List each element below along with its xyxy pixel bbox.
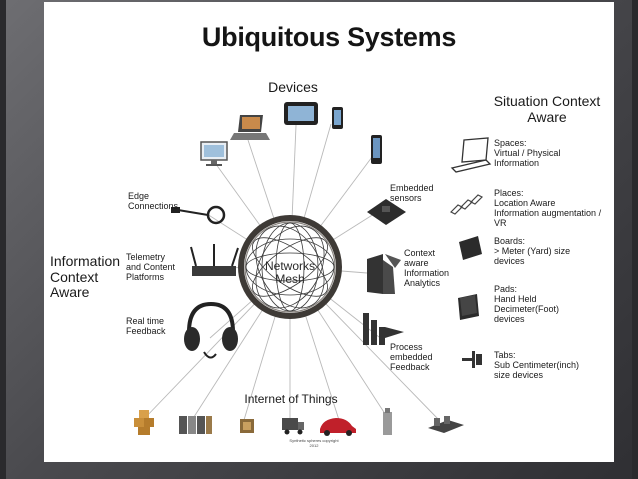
server-rack-icon	[428, 416, 464, 433]
internet-of-things-label: Internet of Things	[244, 392, 338, 406]
tabs-text: Tabs: Sub Centimeter(inch) size devices	[494, 350, 580, 381]
devices-label: Devices	[268, 79, 318, 95]
embedded-sensor-icon	[367, 199, 406, 225]
analytics-blocks-icon	[367, 254, 401, 294]
tab-icon	[462, 351, 482, 368]
situation-context-text: Situation Context Aware	[493, 93, 601, 125]
slide: Ubiquitous Systems Devices Situation Con…	[44, 2, 614, 462]
context-analytics-text: Context aware Information Analytics	[404, 248, 450, 289]
telemetry-text: Telemetry and Content Platforms	[126, 252, 176, 283]
information-context-text: Information Context Aware	[50, 253, 121, 301]
microchip-icon	[240, 419, 254, 433]
process-feedback-label: Process embedded Feedback	[390, 342, 460, 372]
warehouse-shelves-icon	[179, 416, 212, 434]
edge-connections-label: Edge Connections	[128, 191, 198, 211]
process-feedback-text: Process embedded Feedback	[390, 342, 433, 373]
spaces-text: Spaces: Virtual / Physical Information	[494, 138, 561, 169]
embedded-sensors-label: Embedded sensors	[390, 183, 460, 203]
places-label: Places: Location Aware Information augme…	[494, 188, 612, 228]
board-icon	[459, 236, 482, 260]
router-icon	[190, 244, 239, 276]
places-text: Places: Location Aware Information augme…	[494, 188, 602, 229]
mobile-phone-icon	[371, 135, 382, 164]
networks-mesh-label: Networks Mesh	[250, 259, 330, 287]
boxes-icon	[134, 410, 154, 435]
telemetry-label: Telemetry and Content Platforms	[126, 252, 196, 282]
building-icon	[383, 408, 392, 435]
smartphone-icon	[332, 107, 343, 129]
embedded-sensors-text: Embedded sensors	[390, 183, 434, 204]
networks-mesh-text: Networks Mesh	[264, 259, 315, 287]
networks-mesh-hub	[238, 215, 342, 319]
diagram-graphics	[134, 101, 492, 436]
copyright-text: Synthetic spheres copyright 2012	[289, 438, 339, 448]
monitor-icon	[200, 141, 228, 166]
headphones-icon	[184, 301, 238, 359]
realtime-feedback-label: Real time Feedback	[126, 316, 196, 336]
pads-label: Pads: Hand Held Decimeter(Foot) devices	[494, 284, 604, 324]
context-analytics-label: Context aware Information Analytics	[404, 248, 474, 288]
truck-icon	[282, 418, 304, 435]
pad-icon	[458, 294, 479, 320]
information-context-label: Information Context Aware	[50, 253, 130, 301]
realtime-feedback-text: Real time Feedback	[126, 316, 166, 337]
left-border-bar	[0, 0, 6, 479]
boards-text: Boards: > Meter (Yard) size devices	[494, 236, 571, 267]
situation-context-label: Situation Context Aware	[482, 93, 612, 125]
spaces-icon	[450, 137, 492, 173]
edge-connections-text: Edge Connections	[128, 191, 179, 212]
process-feedback-icon	[363, 313, 404, 345]
boards-label: Boards: > Meter (Yard) size devices	[494, 236, 604, 266]
slide-title: Ubiquitous Systems	[201, 22, 457, 52]
cable-connector-icon	[171, 205, 226, 225]
places-icon	[449, 194, 484, 215]
car-icon	[320, 418, 356, 436]
laptop-icon	[230, 115, 270, 140]
pads-text: Pads: Hand Held Decimeter(Foot) devices	[494, 284, 560, 325]
tabs-label: Tabs: Sub Centimeter(inch) size devices	[494, 350, 604, 380]
right-border-bar	[632, 0, 638, 479]
copyright-note: Synthetic spheres copyright 2012	[264, 438, 364, 449]
tablet-icon	[284, 102, 318, 125]
spaces-label: Spaces: Virtual / Physical Information	[494, 138, 604, 168]
